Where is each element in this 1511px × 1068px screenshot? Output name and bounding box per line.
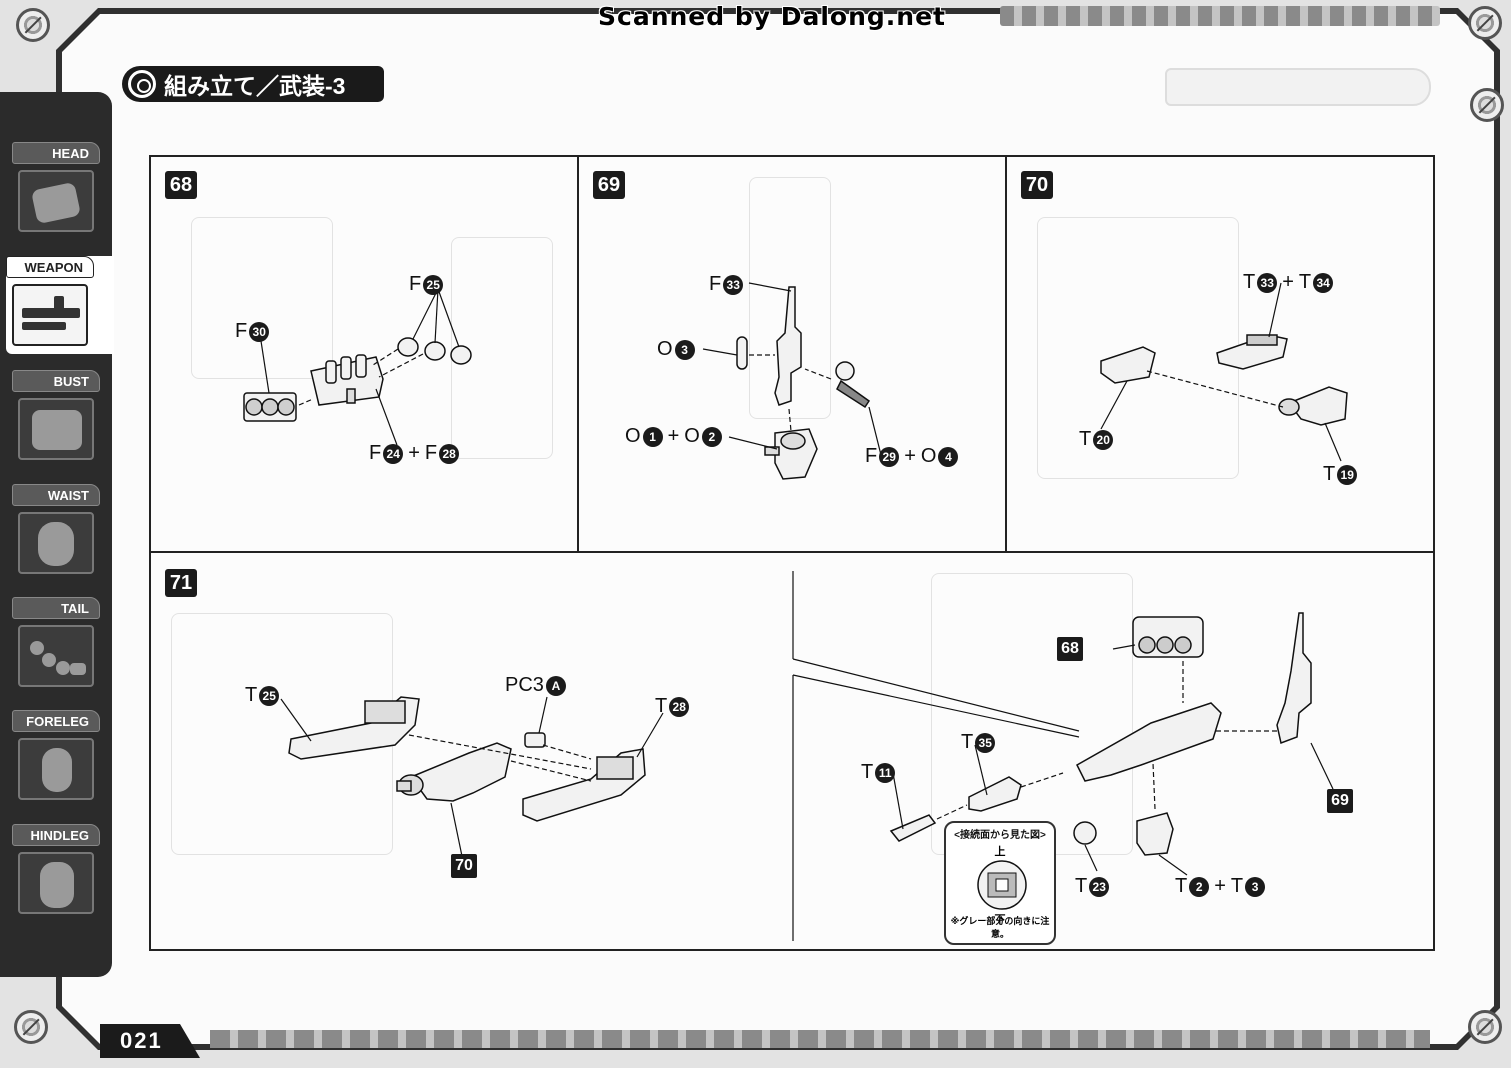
- sidebar-tab-hindleg[interactable]: HINDLEG: [12, 824, 102, 922]
- corner-bolt-icon: [1468, 6, 1502, 40]
- corner-bolt-icon: [16, 8, 50, 42]
- corner-bolt-icon: [1468, 1010, 1502, 1044]
- step-number-badge: 69: [593, 171, 625, 199]
- step-number-badge: 70: [1021, 171, 1053, 199]
- part-t23-ring: [1073, 821, 1097, 845]
- step-70-diagram: [1100, 282, 1348, 462]
- bust-thumbnail-icon: [18, 398, 94, 460]
- waist-thumbnail-icon: [18, 512, 94, 574]
- bottom-ornament: [210, 1030, 1430, 1048]
- step-ref-68-badge: 68: [1057, 637, 1083, 661]
- step-number-badge: 68: [165, 171, 197, 199]
- top-ornament: [1000, 6, 1440, 26]
- step-71-panel: 71: [149, 551, 1435, 951]
- part-69-arm: [1276, 612, 1312, 745]
- step-68-diagram: [243, 288, 472, 446]
- sidebar-tab-label: BUST: [12, 370, 100, 392]
- sidebar-tab-label: TAIL: [12, 597, 100, 619]
- connector-view-note: ※グレー部分の向きに注意。: [950, 916, 1050, 939]
- tail-thumbnail-icon: [18, 625, 94, 687]
- sidebar-tab-label: WEAPON: [6, 256, 94, 278]
- corner-bolt-icon: [1470, 88, 1504, 122]
- sidebar-tab-tail[interactable]: TAIL: [12, 597, 102, 695]
- sidebar-tab-weapon[interactable]: WEAPON: [6, 256, 114, 354]
- part-t20-block: [1100, 346, 1156, 384]
- part-t11-grip: [889, 814, 937, 842]
- page-title: 組み立て／武装-3: [164, 73, 346, 99]
- connector-view-up-label: 上: [994, 846, 1006, 858]
- part-o3-pin: [736, 336, 748, 370]
- step-number-badge: 71: [165, 569, 197, 597]
- sidebar-tab-label: WAIST: [12, 484, 100, 506]
- sidebar-tab-label: FORELEG: [12, 710, 100, 732]
- sidebar-tab-head[interactable]: HEAD: [12, 142, 102, 240]
- part-t19-joint: [1287, 386, 1348, 426]
- bleed-through-title: [1165, 68, 1431, 106]
- part-t35-muzzle: [968, 776, 1022, 812]
- part-t2-t3-joint: [1136, 812, 1174, 856]
- step-ref-70-badge: 70: [451, 854, 477, 878]
- part-pc3a: [524, 732, 546, 748]
- step-69-diagram: [702, 282, 882, 480]
- connector-face-diagram: [977, 860, 1027, 910]
- part-70-assembly: [409, 742, 512, 802]
- sidebar-tab-bust[interactable]: BUST: [12, 370, 102, 468]
- step-71-diagram: [280, 571, 1334, 941]
- gear-icon: [128, 70, 156, 98]
- part-f25-cap: [397, 337, 419, 357]
- scan-credit: Scanned by Dalong.net: [598, 2, 947, 31]
- foreleg-thumbnail-icon: [18, 738, 94, 800]
- part-main-barrel: [1076, 702, 1222, 782]
- sidebar-tab-label: HEAD: [12, 142, 100, 164]
- step-68-panel: 68: [149, 155, 579, 553]
- part-f33-arm: [774, 286, 802, 406]
- sidebar-tab-waist[interactable]: WAIST: [12, 484, 102, 582]
- connector-view-down-label: 下: [994, 914, 1006, 926]
- connector-view-inset: <接続面から見た図> 上 下 ※グレー部分の向きに注意。: [944, 821, 1056, 945]
- head-thumbnail-icon: [18, 170, 94, 232]
- step-ref-69-badge: 69: [1327, 789, 1353, 813]
- sidebar-tab-label: HINDLEG: [12, 824, 100, 846]
- section-title-banner: 組み立て／武装-3: [122, 66, 384, 102]
- section-sidebar: HEAD WEAPON BUST WAIST TAI: [0, 92, 114, 977]
- sidebar-tab-foreleg[interactable]: FORELEG: [12, 710, 102, 808]
- weapon-thumbnail-icon: [12, 284, 88, 346]
- part-o4-ball: [835, 361, 855, 381]
- corner-bolt-icon: [14, 1010, 48, 1044]
- hindleg-thumbnail-icon: [18, 852, 94, 914]
- connector-view-title: <接続面から見た図>: [954, 830, 1046, 841]
